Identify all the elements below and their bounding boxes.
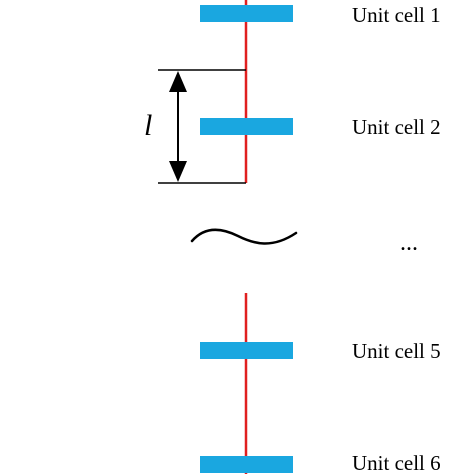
unit-cell-1-bar	[200, 5, 293, 22]
unit-cell-5-bar	[200, 342, 293, 359]
unit-cell-2-label: Unit cell 2	[352, 115, 441, 139]
unit-cell-6-label: Unit cell 6	[352, 451, 441, 474]
tilde-break-icon	[190, 228, 298, 245]
unit-cell-5-label: Unit cell 5	[352, 339, 441, 363]
dimension-arrow	[169, 71, 187, 182]
unit-cell-6-bar	[200, 456, 293, 473]
unit-cell-2-bar	[200, 118, 293, 135]
omitted-cells-ellipsis: ...	[400, 230, 418, 256]
spacing-symbol: l	[144, 109, 152, 142]
unit-cell-1-label: Unit cell 1	[352, 3, 441, 27]
